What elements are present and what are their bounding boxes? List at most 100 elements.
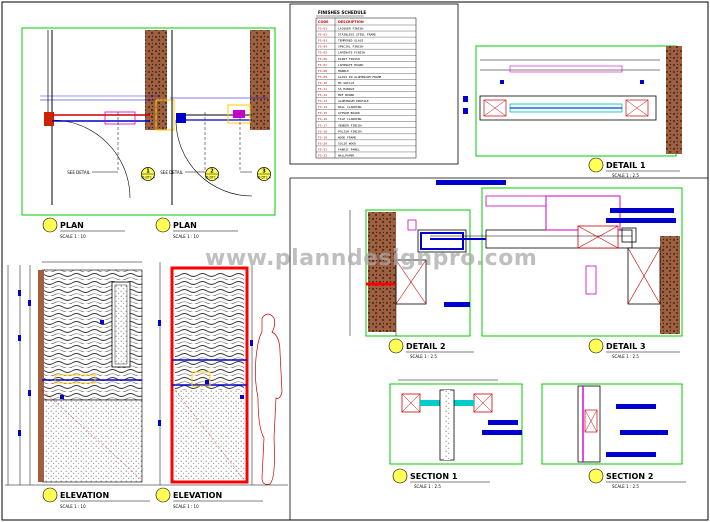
svg-text:3: 3 — [262, 169, 266, 175]
section-1-drawing — [389, 379, 523, 465]
schedule-description: SS HANDLE — [338, 87, 354, 91]
schedule-description: TILE CLADDING — [338, 117, 362, 121]
schedule-code: FS-11 — [318, 87, 327, 91]
schedule-row: FS-11 SS HANDLE — [316, 85, 416, 91]
section-1-title: SECTION 1 SCALE 1 : 2.5 — [392, 468, 490, 489]
detail-callout-2[interactable]: SEE DETAIL 2 ID-DT1.A — [160, 167, 220, 181]
wall-stone — [145, 30, 167, 130]
schedule-description: FABRIC PANEL — [338, 147, 360, 151]
schedule-code: FS-14 — [318, 105, 327, 109]
svg-text:ID-DT1.A: ID-DT1.A — [257, 176, 272, 180]
schedule-code: FS-06 — [318, 57, 327, 61]
schedule-code: FS-13 — [318, 99, 327, 103]
detail-1-drawing — [463, 45, 682, 157]
schedule-code: FS-09 — [318, 75, 327, 79]
schedule-code: FS-05 — [318, 51, 327, 55]
svg-text:SCALE 1 : 2.5: SCALE 1 : 2.5 — [612, 484, 639, 489]
schedule-code: FS-21 — [318, 147, 327, 151]
svg-text:SEE DETAIL: SEE DETAIL — [67, 170, 91, 175]
elevation-dimension-marks — [18, 290, 253, 436]
svg-text:DETAIL 1: DETAIL 1 — [606, 161, 646, 170]
schedule-code: FS-04 — [318, 45, 327, 49]
schedule-description: PAINT FINISH — [338, 57, 360, 61]
detail-3-drawing — [430, 187, 683, 337]
svg-text:SCALE 1 : 10: SCALE 1 : 10 — [173, 234, 199, 239]
svg-text:SCALE 1 : 2.5: SCALE 1 : 2.5 — [612, 173, 639, 178]
schedule-row: FS-20 SOLID WOOD — [316, 139, 416, 145]
svg-text:SCALE 1 : 10: SCALE 1 : 10 — [60, 234, 86, 239]
schedule-code: FS-08 — [318, 69, 327, 73]
svg-text:ELEVATION: ELEVATION — [173, 491, 222, 500]
schedule-description: LAMINATE BOARD — [338, 63, 363, 67]
detail-3-title: DETAIL 3 SCALE 1 : 2.5 — [588, 338, 680, 359]
schedule-description: MARBLE — [338, 69, 349, 73]
schedule-row: FS-02 STAINLESS STEEL FRAME — [316, 30, 416, 37]
plan-2-title: PLAN SCALE 1 : 10 — [155, 217, 238, 239]
svg-text:CODE: CODE — [318, 20, 329, 24]
schedule-description: SPECIAL FINISH — [338, 45, 363, 49]
schedule-description: LAMINATE FINISH — [338, 51, 365, 55]
svg-text:SCALE 1 : 2.5: SCALE 1 : 2.5 — [410, 354, 437, 359]
schedule-row: FS-01 LACQUER FINISH — [316, 24, 416, 31]
svg-text:2: 2 — [210, 169, 214, 175]
schedule-code: FS-12 — [318, 93, 327, 97]
elevation-views — [5, 261, 288, 486]
schedule-code: FS-07 — [318, 63, 327, 67]
schedule-code: FS-02 — [318, 33, 327, 37]
schedule-row: FS-07 LAMINATE BOARD — [316, 61, 416, 67]
svg-text:FINISHES SCHEDULE: FINISHES SCHEDULE — [318, 10, 366, 15]
plan-views — [21, 27, 276, 216]
schedule-description: SOLID WOOD — [338, 141, 356, 145]
schedule-description: WOOD FRAME — [338, 135, 356, 139]
schedule-code: FS-17 — [318, 123, 327, 127]
svg-text:SEE DETAIL: SEE DETAIL — [160, 170, 184, 175]
svg-text:SCALE 1 : 2.5: SCALE 1 : 2.5 — [414, 484, 441, 489]
door-swing-arc — [51, 119, 131, 199]
schedule-row: FS-06 PAINT FINISH — [316, 55, 416, 61]
detail-2-drawing — [349, 180, 506, 337]
detail-callout-3[interactable]: 3 ID-DT1.A — [240, 167, 272, 181]
section-2-title: SECTION 2 SCALE 1 : 2.5 — [588, 468, 686, 489]
human-figure — [254, 313, 283, 485]
elevation-2-title: ELEVATION SCALE 1 : 10 — [155, 487, 263, 509]
schedule-code: FS-22 — [318, 154, 327, 158]
svg-text:DETAIL 3: DETAIL 3 — [606, 342, 646, 351]
schedule-code: FS-01 — [318, 27, 327, 31]
svg-text:SECTION 1: SECTION 1 — [410, 472, 458, 481]
finishes-schedule: FINISHES SCHEDULE CODE DESCRIPTION FS-01… — [289, 3, 459, 165]
schedule-code: FS-18 — [318, 129, 327, 133]
schedule-description: WALL CLADDING — [338, 105, 362, 109]
svg-text:DESCRIPTION: DESCRIPTION — [338, 20, 364, 24]
svg-text:SCALE 1 : 10: SCALE 1 : 10 — [60, 504, 86, 509]
svg-text:1: 1 — [146, 169, 150, 175]
schedule-code: FS-19 — [318, 135, 327, 139]
detail-1-title: DETAIL 1 SCALE 1 : 2.5 — [588, 157, 680, 178]
schedule-row: FS-08 MARBLE — [316, 67, 416, 73]
schedule-description: MS GRILLE — [338, 81, 354, 85]
schedule-description: POLISH FINISH — [338, 129, 362, 133]
plan-1-title: PLAN SCALE 1 : 10 — [42, 217, 125, 239]
svg-text:SCALE 1 : 2.5: SCALE 1 : 2.5 — [612, 354, 639, 359]
schedule-description: STAINLESS STEEL FRAME — [338, 33, 376, 37]
detail-callout-1[interactable]: SEE DETAIL 1 ID-DT1.A — [67, 167, 156, 181]
schedule-row: FS-18 POLISH FINISH — [316, 127, 416, 133]
svg-text:SECTION 2: SECTION 2 — [606, 472, 653, 481]
svg-text:SCALE 1 : 10: SCALE 1 : 10 — [173, 504, 199, 509]
schedule-description: LACQUER FINISH — [338, 27, 363, 31]
svg-text:PLAN: PLAN — [173, 221, 197, 230]
schedule-code: FS-20 — [318, 141, 327, 145]
svg-text:ID-DT1.A: ID-DT1.A — [205, 176, 220, 180]
section-2-drawing — [541, 383, 683, 465]
schedule-description: TEMPERED GLASS — [338, 39, 363, 43]
